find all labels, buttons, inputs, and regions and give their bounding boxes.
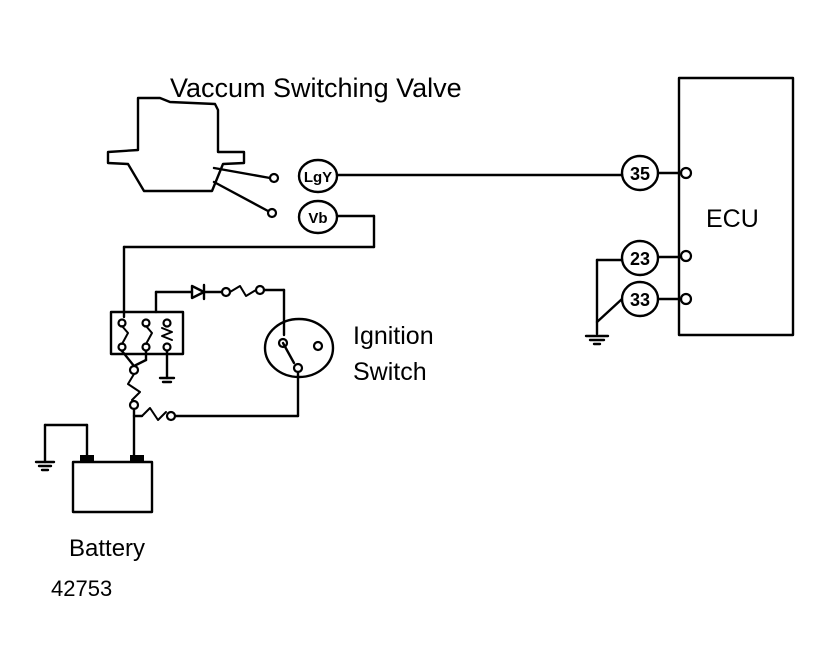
ignition-switch-icon	[174, 317, 335, 418]
terminal-35-label: 35	[630, 164, 650, 184]
battery-label: Battery	[69, 535, 145, 562]
terminal-lgy-label: LgY	[304, 169, 332, 186]
terminal-23: 23	[620, 239, 660, 277]
terminal-vb: Vb	[297, 199, 339, 235]
fusible-links	[127, 364, 177, 462]
ignition-label-line1: Ignition	[353, 322, 434, 350]
terminal-vb-label: Vb	[308, 210, 327, 227]
vsv-label: Vaccum Switching Valve	[170, 73, 462, 103]
ecu-ground-icon	[584, 334, 610, 346]
terminal-33-label: 33	[630, 290, 650, 310]
terminal-23-label: 23	[630, 249, 650, 269]
ignition-label-line2: Switch	[353, 358, 427, 386]
wires	[122, 171, 683, 336]
fuse-leads	[120, 290, 194, 384]
terminal-lgy: LgY	[297, 158, 339, 194]
vsv-leads	[212, 166, 280, 219]
terminal-33: 33	[620, 280, 660, 318]
terminal-35: 35	[620, 154, 660, 192]
battery-icon	[34, 423, 154, 514]
vsv-body	[106, 96, 246, 193]
figure-number: 42753	[51, 576, 112, 601]
diode-icon	[190, 283, 286, 337]
ecu-label: ECU	[706, 205, 759, 233]
fuse-block	[109, 310, 185, 356]
